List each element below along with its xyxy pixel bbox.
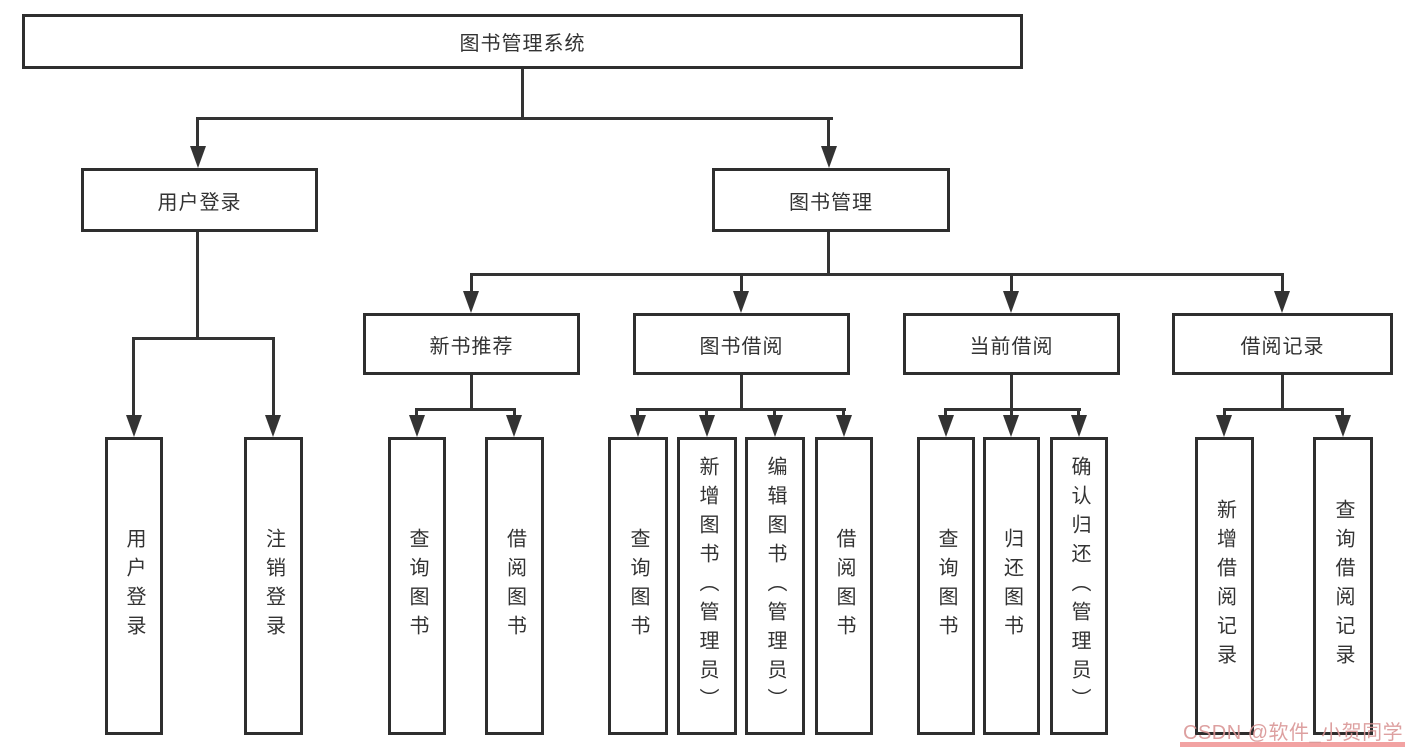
connector-line: [1010, 375, 1013, 408]
leaf-user-login: 用户登录: [105, 437, 163, 735]
node-borrowing-records: 借阅记录: [1172, 313, 1393, 375]
connector-line: [521, 69, 524, 117]
connector-line: [1281, 375, 1284, 408]
connector-line: [842, 408, 845, 415]
leaf-borrowing-borrow-books-label: 借阅图书: [833, 528, 855, 644]
connector-line: [1010, 273, 1013, 293]
arrowhead-icon: [630, 415, 646, 437]
arrowhead-icon: [1274, 291, 1290, 313]
arrowhead-icon: [506, 415, 522, 437]
node-new-book-recommend-label: 新书推荐: [429, 335, 514, 358]
connector-line: [272, 337, 275, 415]
leaf-newbook-borrow-books-label: 借阅图书: [503, 528, 526, 644]
leaf-records-query-record: 查询借阅记录: [1313, 437, 1373, 735]
arrowhead-icon: [1071, 415, 1087, 437]
leaf-borrowing-query-books-label: 查询图书: [627, 528, 649, 644]
leaf-logout: 注销登录: [244, 437, 303, 735]
connector-line: [944, 408, 947, 415]
connector-line: [470, 273, 1284, 276]
connector-line: [196, 117, 199, 148]
node-current-borrowing-label: 当前借阅: [969, 335, 1054, 358]
leaf-current-confirm-return-admin: 确认归还（管理员）: [1050, 437, 1108, 735]
watermark: CSDN @软件_小贺同学: [1183, 722, 1404, 744]
arrowhead-icon: [938, 415, 954, 437]
leaf-newbook-query-books: 查询图书: [388, 437, 446, 735]
connector-line: [415, 408, 516, 411]
leaf-logout-label: 注销登录: [262, 528, 285, 644]
arrowhead-icon: [409, 415, 425, 437]
leaf-borrowing-edit-books-admin-label: 编辑图书（管理员）: [764, 455, 786, 717]
connector-line: [1223, 408, 1226, 415]
connector-line: [1010, 408, 1013, 415]
node-root-label: 图书管理系统: [459, 33, 586, 55]
node-new-book-recommend: 新书推荐: [363, 313, 580, 375]
leaf-borrowing-query-books: 查询图书: [608, 437, 668, 735]
arrowhead-icon: [821, 146, 837, 168]
node-current-borrowing: 当前借阅: [903, 313, 1120, 375]
connector-line: [773, 408, 776, 415]
connector-line: [196, 232, 199, 337]
leaf-borrowing-add-books-admin-label: 新增图书（管理员）: [696, 455, 718, 717]
connector-line: [636, 408, 846, 411]
leaf-records-add-record: 新增借阅记录: [1195, 437, 1254, 735]
arrowhead-icon: [836, 415, 852, 437]
connector-line: [196, 117, 833, 120]
arrowhead-icon: [1216, 415, 1232, 437]
leaf-current-return-books-label: 归还图书: [1000, 528, 1023, 644]
leaf-borrowing-borrow-books: 借阅图书: [815, 437, 873, 735]
arrowhead-icon: [265, 415, 281, 437]
node-book-management-label: 图书管理: [789, 191, 873, 214]
leaf-newbook-query-books-label: 查询图书: [406, 528, 428, 644]
connector-line: [636, 408, 639, 415]
node-borrowing-records-label: 借阅记录: [1240, 335, 1325, 358]
node-user-login-label: 用户登录: [157, 191, 242, 214]
leaf-borrowing-add-books-admin: 新增图书（管理员）: [677, 437, 737, 735]
leaf-current-return-books: 归还图书: [983, 437, 1040, 735]
arrowhead-icon: [1003, 291, 1019, 313]
leaf-current-query-books-label: 查询图书: [935, 528, 957, 644]
node-book-management: 图书管理: [712, 168, 950, 232]
node-book-borrowing-label: 图书借阅: [699, 335, 784, 358]
leaf-newbook-borrow-books: 借阅图书: [485, 437, 544, 735]
connector-line: [132, 337, 135, 415]
watermark-underline: [1180, 742, 1405, 747]
leaf-current-confirm-return-admin-label: 确认归还（管理员）: [1068, 455, 1090, 717]
leaf-current-query-books: 查询图书: [917, 437, 975, 735]
connector-line: [827, 117, 830, 148]
connector-line: [1341, 408, 1344, 415]
node-book-borrowing: 图书借阅: [633, 313, 850, 375]
arrowhead-icon: [767, 415, 783, 437]
leaf-borrowing-edit-books-admin: 编辑图书（管理员）: [745, 437, 805, 735]
connector-line: [132, 337, 275, 340]
arrowhead-icon: [1003, 415, 1019, 437]
arrowhead-icon: [1335, 415, 1351, 437]
leaf-records-add-record-label: 新增借阅记录: [1213, 499, 1236, 673]
connector-line: [1281, 273, 1284, 293]
connector-line: [1077, 408, 1080, 415]
connector-line: [470, 273, 473, 293]
arrowhead-icon: [699, 415, 715, 437]
connector-line: [470, 375, 473, 408]
arrowhead-icon: [733, 291, 749, 313]
connector-line: [740, 273, 743, 293]
leaf-user-login-label: 用户登录: [123, 528, 145, 644]
connector-line: [1223, 408, 1344, 411]
connector-line: [705, 408, 708, 415]
arrowhead-icon: [126, 415, 142, 437]
arrowhead-icon: [463, 291, 479, 313]
connector-line: [415, 408, 418, 415]
node-user-login: 用户登录: [81, 168, 318, 232]
connector-line: [827, 232, 830, 273]
connector-line: [740, 375, 743, 408]
node-root: 图书管理系统: [22, 14, 1023, 69]
connector-line: [513, 408, 516, 415]
leaf-records-query-record-label: 查询借阅记录: [1332, 499, 1354, 673]
arrowhead-icon: [190, 146, 206, 168]
